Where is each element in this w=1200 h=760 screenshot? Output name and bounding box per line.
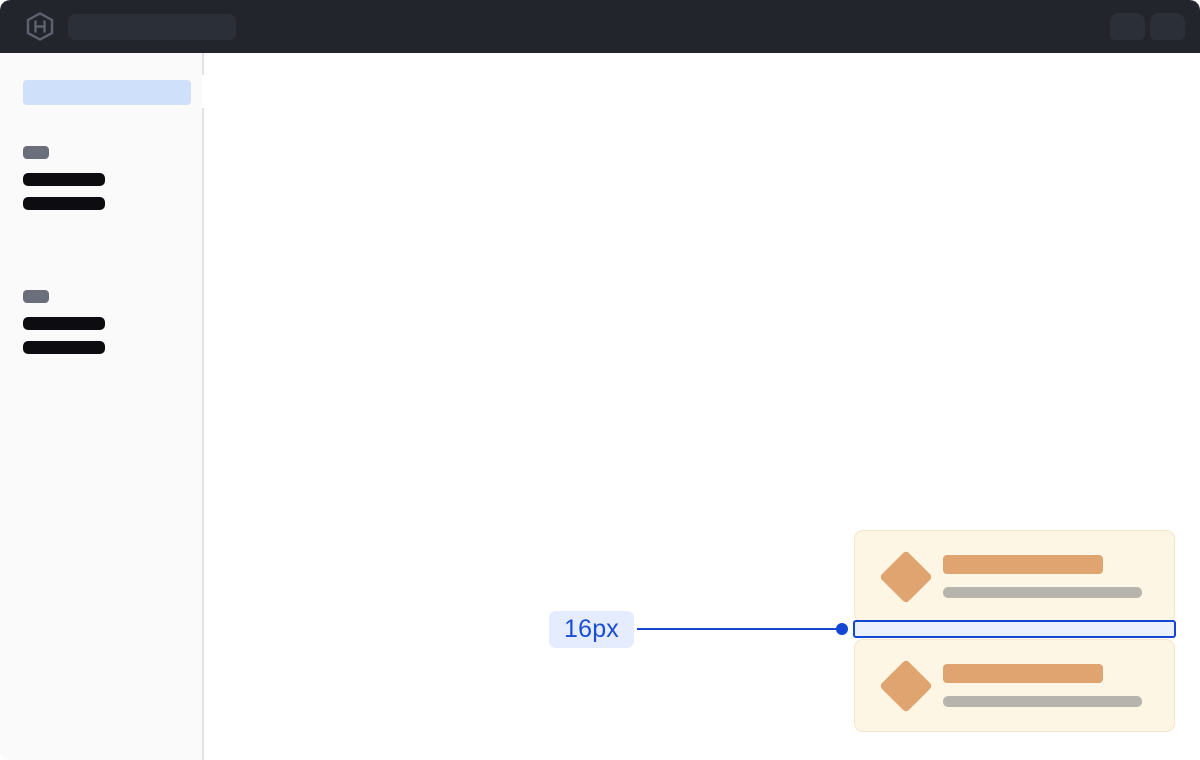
sidebar-item-2-1[interactable] [23, 317, 105, 330]
diamond-icon [879, 550, 933, 604]
card-subtitle-placeholder [943, 587, 1142, 598]
hexagon-h-logo-icon [26, 12, 54, 41]
spacing-measurement-band[interactable] [853, 620, 1176, 638]
topbar-placeholder-2[interactable] [1150, 13, 1185, 40]
card-subtitle-placeholder [943, 696, 1142, 707]
sidebar-item-1-1[interactable] [23, 173, 105, 186]
spacing-value-chip[interactable]: 16px [549, 611, 634, 648]
skeleton-card-1[interactable] [854, 530, 1175, 623]
spacing-leader-line [637, 628, 841, 630]
top-bar [0, 0, 1200, 53]
diamond-icon [879, 659, 933, 713]
sidebar-selected-row[interactable] [23, 80, 191, 105]
sidebar-item-2-2[interactable] [23, 341, 105, 354]
sidebar-item-1-2[interactable] [23, 197, 105, 210]
topbar-placeholder-1[interactable] [1110, 13, 1145, 40]
card-title-placeholder [943, 664, 1103, 683]
skeleton-card-2[interactable] [854, 639, 1175, 732]
card-title-placeholder [943, 555, 1103, 574]
spacing-leader-dot [836, 623, 848, 635]
sidebar [0, 53, 204, 760]
sidebar-group-1-label [23, 146, 49, 159]
spacing-value-label: 16px [563, 615, 619, 643]
sidebar-group-2-label [23, 290, 49, 303]
global-search-input[interactable] [68, 14, 236, 40]
